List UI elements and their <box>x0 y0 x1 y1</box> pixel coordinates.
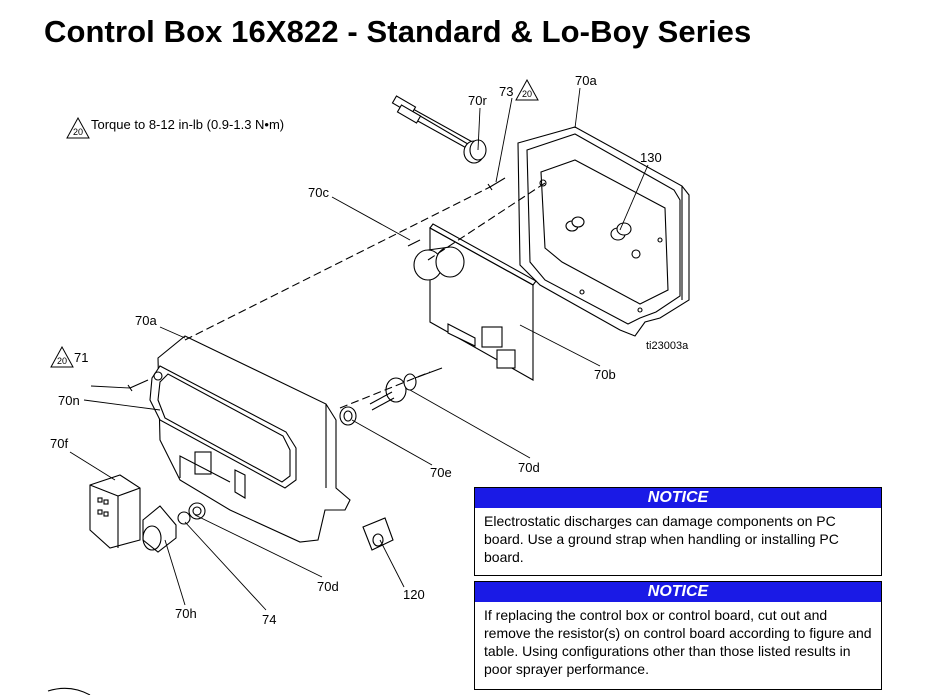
callout-70e: 70e <box>430 465 452 480</box>
selector-switch <box>89 474 141 549</box>
notice-box-resistor: NOTICE If replacing the control box or c… <box>474 581 882 690</box>
callout-71: 71 <box>74 350 89 365</box>
torque-warning-icon: 20 <box>66 117 90 139</box>
figure-id: ti23003a <box>646 340 689 352</box>
notice-text: If replacing the control box or control … <box>484 607 872 677</box>
callout-120: 120 <box>403 587 425 602</box>
callout-70d-right: 70d <box>518 460 540 475</box>
callout-70n: 70n <box>58 393 80 408</box>
knob <box>142 505 177 553</box>
callout-70a-left: 70a <box>135 313 157 328</box>
callout-70r: 70r <box>468 93 487 108</box>
potentiometer <box>369 367 443 411</box>
svg-text:20: 20 <box>522 89 532 99</box>
torque-warning-icon: 20 <box>515 79 539 101</box>
callout-70h: 70h <box>175 606 197 621</box>
callout-74: 74 <box>262 612 277 627</box>
page-title: Control Box 16X822 - Standard & Lo-Boy S… <box>44 14 752 49</box>
notice-text: Electrostatic discharges can damage comp… <box>484 513 839 565</box>
callout-73: 73 <box>499 84 514 99</box>
svg-text:20: 20 <box>57 356 67 366</box>
control-box-housing <box>149 335 351 543</box>
notice-heading: NOTICE <box>475 582 881 602</box>
torque-note: Torque to 8-12 in-lb (0.9-1.3 N•m) <box>91 117 285 132</box>
control-board <box>413 223 537 381</box>
callout-130: 130 <box>640 150 662 165</box>
cap <box>362 517 394 551</box>
svg-text:20: 20 <box>73 127 83 137</box>
callout-70d-bottom: 70d <box>317 579 339 594</box>
notice-box-esd: NOTICE Electrostatic discharges can dama… <box>474 487 882 576</box>
callout-70a-top: 70a <box>575 73 597 88</box>
control-box-cover <box>517 126 690 337</box>
torque-warning-icon: 20 <box>50 346 74 368</box>
callout-70b: 70b <box>594 367 616 382</box>
callout-70f: 70f <box>50 436 69 451</box>
callout-70c: 70c <box>308 185 329 200</box>
notice-heading: NOTICE <box>475 488 881 508</box>
cable-assembly <box>391 95 487 164</box>
